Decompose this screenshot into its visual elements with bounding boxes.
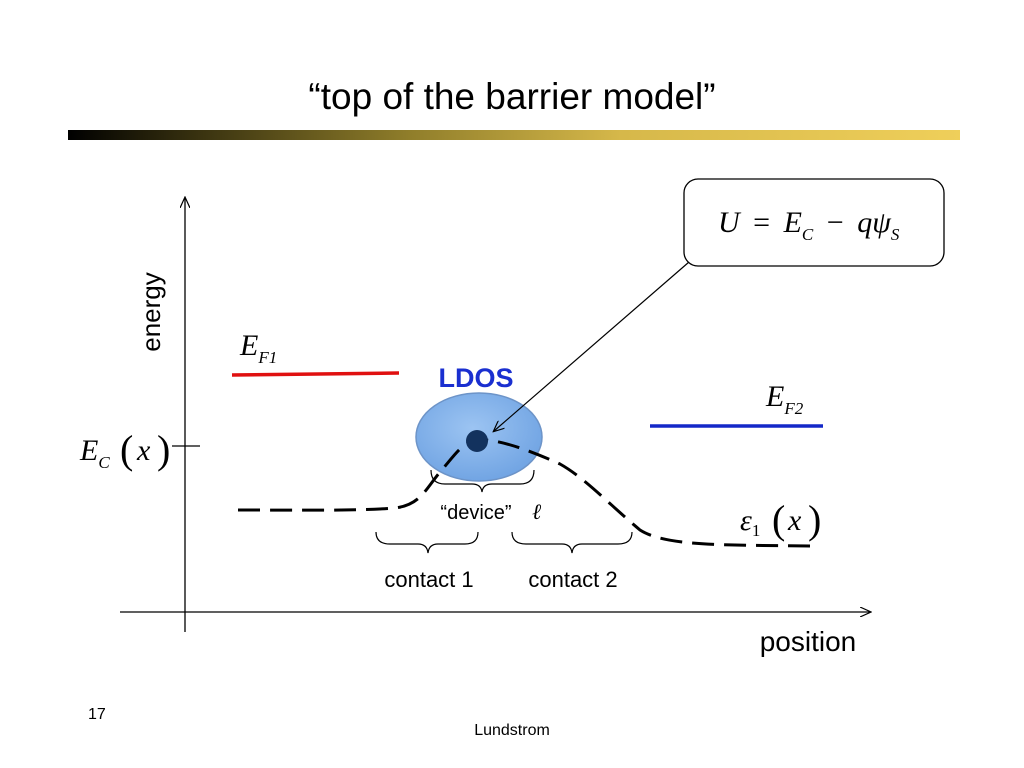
callout-arrow: [494, 261, 690, 431]
ef1-label: EF1: [239, 329, 277, 367]
slide-number: 17: [88, 706, 106, 723]
x-axis-label: position: [760, 626, 857, 657]
ec-arg: x: [136, 434, 151, 467]
barrier-top-dot: [466, 430, 488, 452]
equation-box: [683, 178, 945, 267]
ldos-label: LDOS: [438, 363, 513, 393]
ec-profile-dashed: [237, 438, 811, 548]
eps1-arg: x: [787, 504, 802, 537]
contact2-label: contact 2: [528, 567, 617, 592]
device-brace: [430, 469, 535, 493]
ec-paren-open: (: [120, 427, 133, 472]
eps1-paren-open: (: [772, 497, 785, 542]
contact1-brace: [375, 531, 479, 554]
title-rule: [68, 130, 960, 140]
ef2-label: EF2: [765, 380, 804, 418]
device-length-symbol: ℓ: [532, 499, 542, 524]
slide-title: “top of the barrier model”: [308, 76, 716, 117]
ec-label: EC: [79, 434, 110, 472]
contact2-brace: [511, 531, 633, 554]
y-axis-label: energy: [136, 272, 166, 352]
device-label: “device”: [440, 502, 511, 524]
equation: U = EC − qψS: [718, 206, 900, 247]
ec-paren-close: ): [157, 427, 170, 472]
footer-author: Lundstrom: [474, 722, 550, 739]
ef1-line: [231, 371, 400, 377]
contact1-label: contact 1: [384, 567, 473, 592]
eps1-label: ε1: [740, 504, 760, 540]
eps1-paren-close: ): [808, 497, 821, 542]
